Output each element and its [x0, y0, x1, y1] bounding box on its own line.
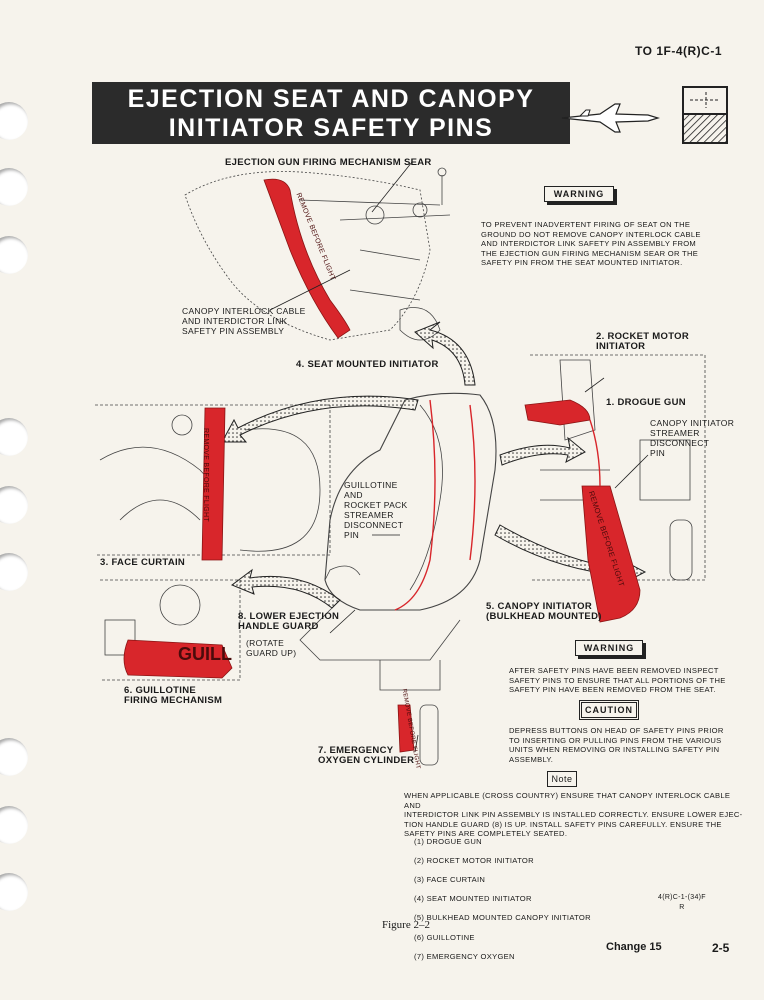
- note-heading: Note: [547, 771, 577, 787]
- list-item: (5) BULKHEAD MOUNTED CANOPY INITIATOR: [414, 913, 591, 923]
- list-item: (3) FACE CURTAIN: [414, 874, 486, 884]
- list-item: (1) DROGUE GUN: [414, 836, 482, 846]
- caution-text: DEPRESS BUTTONS ON HEAD OF SAFETY PINS P…: [509, 726, 724, 764]
- tag-guillotine: GUILL: [178, 644, 232, 664]
- cockpit-index-icon: [682, 86, 728, 144]
- label-drogue-gun: 1. DROGUE GUN: [606, 397, 686, 408]
- jet-icon: [561, 103, 660, 133]
- list-item: (6) GUILLOTINE: [414, 932, 475, 942]
- label-canopy-initiator-streamer: CANOPY INITIATOR STREAMER DISCONNECT PIN: [650, 418, 735, 458]
- note-list: (1) DROGUE GUN (2) ROCKET MOTOR INITIATO…: [414, 827, 591, 971]
- page-title: EJECTION SEAT AND CANOPY INITIATOR SAFET…: [127, 85, 535, 142]
- label-lower-ejection-handle: 8. LOWER EJECTION HANDLE GUARD: [238, 611, 340, 632]
- label-emergency-oxygen: 7. EMERGENCY OXYGEN CYLINDER: [318, 745, 415, 766]
- list-item: (2) ROCKET MOTOR INITIATOR: [414, 855, 534, 865]
- change-number: Change 15: [606, 941, 662, 953]
- label-rotate-guard: (ROTATE GUARD UP): [246, 638, 297, 658]
- figure-caption: Figure 2–2: [382, 919, 430, 931]
- warning-text: AFTER SAFETY PINS HAVE BEEN REMOVED INSP…: [509, 666, 726, 695]
- title-banner: EJECTION SEAT AND CANOPY INITIATOR SAFET…: [92, 82, 570, 144]
- label-canopy-initiator-bulkhead: 5. CANOPY INITIATOR (BULKHEAD MOUNTED): [486, 601, 602, 622]
- label-seat-mounted-initiator: 4. SEAT MOUNTED INITIATOR: [296, 359, 439, 370]
- label-guillotine-firing: 6. GUILLOTINE FIRING MECHANISM: [124, 685, 223, 706]
- warning-text: TO PREVENT INADVERTENT FIRING OF SEAT ON…: [481, 220, 701, 268]
- label-face-curtain: 3. FACE CURTAIN: [100, 557, 186, 568]
- warning-heading: WARNING: [575, 640, 643, 656]
- drawing-reference: 4(R)C-1-(34)F R: [658, 894, 706, 911]
- caution-heading: CAUTION: [579, 700, 639, 720]
- label-guillotine-streamer: GUILLOTINE AND ROCKET PACK STREAMER DISC…: [344, 480, 408, 540]
- note-text: WHEN APPLICABLE (CROSS COUNTRY) ENSURE T…: [404, 791, 743, 839]
- page-number: 2-5: [712, 941, 730, 955]
- document-id: TO 1F-4(R)C-1: [635, 44, 722, 58]
- label-rocket-motor-initiator: 2. ROCKET MOTOR INITIATOR: [596, 331, 689, 352]
- warning-heading: WARNING: [544, 186, 614, 202]
- label-canopy-interlock: CANOPY INTERLOCK CABLE AND INTERDICTOR L…: [182, 306, 306, 336]
- label-ejection-gun-sear: EJECTION GUN FIRING MECHANISM SEAR: [225, 157, 432, 168]
- tag-remove-before-flight: REMOVE BEFORE FLIGHT: [201, 428, 209, 522]
- list-item: (4) SEAT MOUNTED INITIATOR: [414, 894, 532, 904]
- list-item: (7) EMERGENCY OXYGEN: [414, 951, 515, 961]
